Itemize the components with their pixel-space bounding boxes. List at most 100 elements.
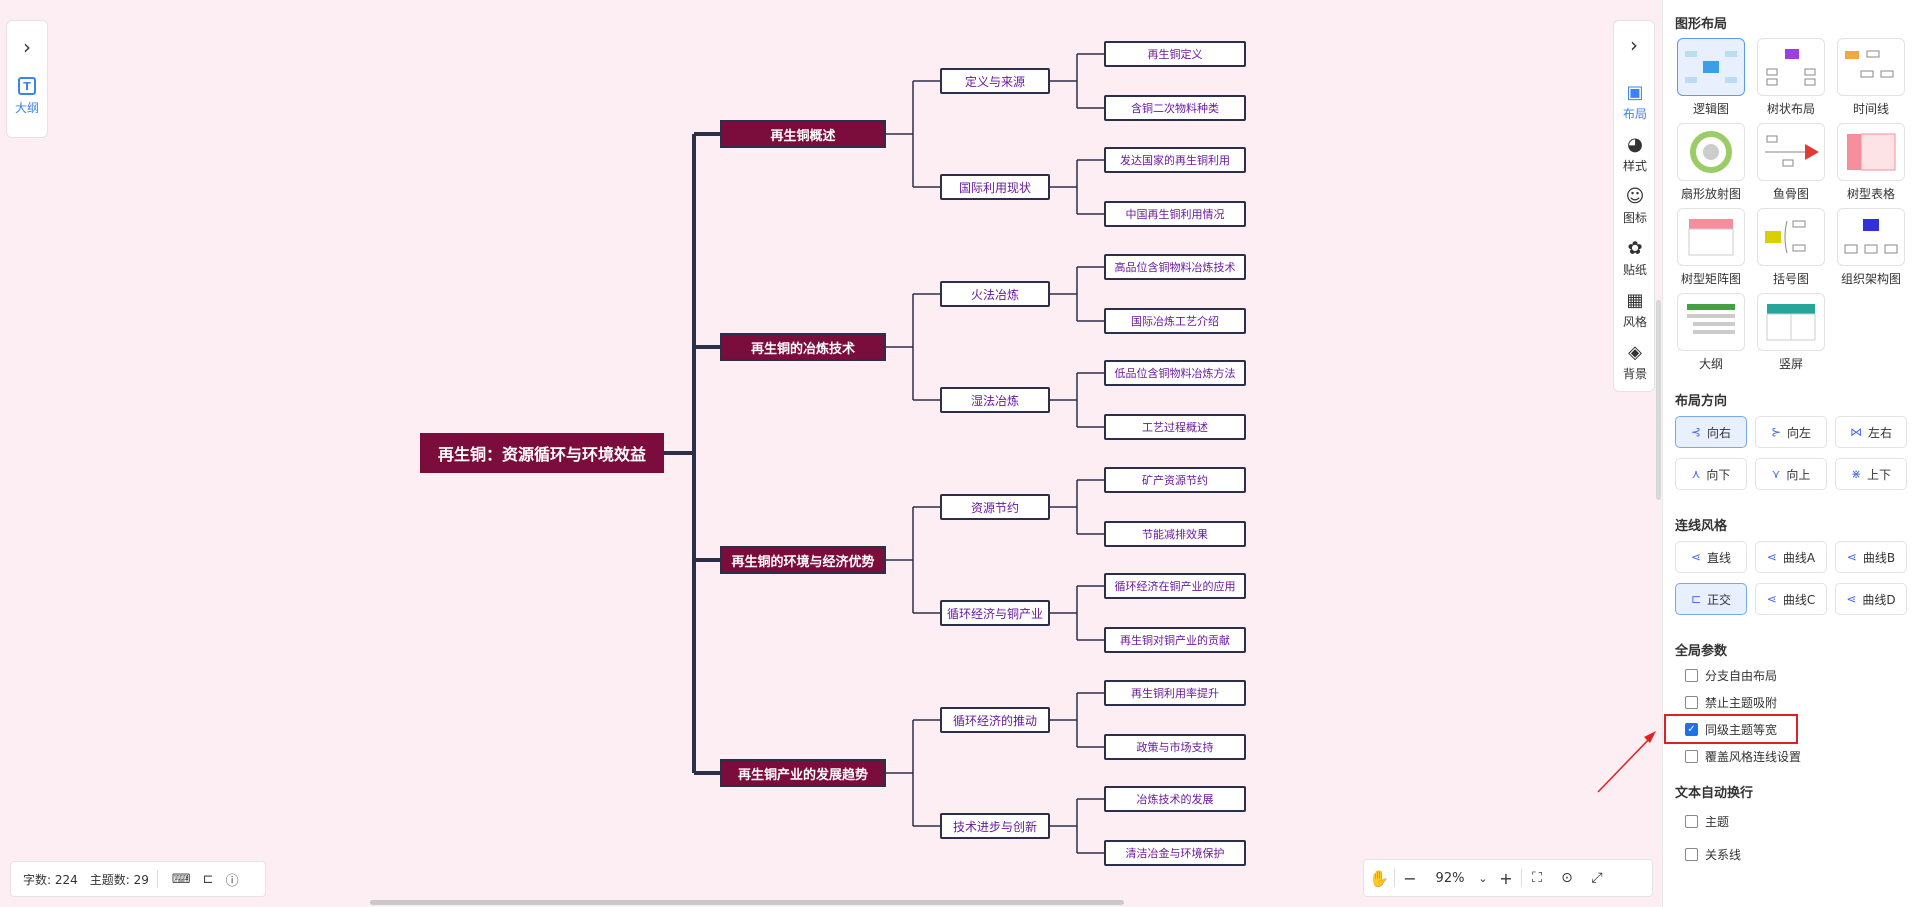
direction-option[interactable]: ⋇上下 <box>1835 458 1907 490</box>
leaf-topic[interactable]: 再生铜定义 <box>1104 41 1246 67</box>
info-icon[interactable]: ⓘ <box>225 873 239 889</box>
zoom-level[interactable]: 92% <box>1435 870 1465 886</box>
hand-icon[interactable]: ✋ <box>1369 868 1389 888</box>
line-style-option[interactable]: ⋖曲线B <box>1835 541 1907 573</box>
vertical-scrollbar[interactable] <box>1656 300 1661 500</box>
global-param-checkbox[interactable]: 禁止主题吸附 <box>1685 694 1777 711</box>
global-param-checkbox[interactable]: ✓ 同级主题等宽 <box>1685 721 1777 738</box>
chevron-down-icon[interactable]: ⌄ <box>1478 871 1488 885</box>
toolbar-item-smiley[interactable]: ☺图标 <box>1614 187 1656 226</box>
toolbar-item-sticker[interactable]: ✿贴纸 <box>1614 239 1656 278</box>
sub-topic[interactable]: 国际利用现状 <box>940 174 1050 200</box>
direction-option[interactable]: ⊱向左 <box>1755 416 1827 448</box>
leaf-topic[interactable]: 低品位含铜物料冶炼方法 <box>1104 360 1246 386</box>
mindmap-canvas[interactable]: 再生铜：资源循环与环境效益 再生铜概述 定义与来源 再生铜定义含铜二次物料种类国际利用… <box>0 0 1662 907</box>
zoom-in-button[interactable]: + <box>1499 868 1513 888</box>
line-style-icon: ⋖ <box>1766 550 1777 564</box>
main-topic[interactable]: 再生铜的冶炼技术 <box>720 333 886 361</box>
direction-option[interactable]: ⋈左右 <box>1835 416 1907 448</box>
root-topic[interactable]: 再生铜：资源循环与环境效益 <box>420 433 664 473</box>
main-topic[interactable]: 再生铜产业的发展趋势 <box>720 759 886 787</box>
line-style-option[interactable]: ⋖曲线C <box>1755 583 1827 615</box>
line-style-icon: ⋖ <box>1846 550 1857 564</box>
text-wrap-checkbox[interactable]: 主题 <box>1685 813 1729 830</box>
layout-option[interactable]: 逻辑图 <box>1677 38 1745 117</box>
sub-topic[interactable]: 循环经济与铜产业 <box>940 600 1050 626</box>
checkbox-icon[interactable]: ✓ <box>1685 723 1698 736</box>
direction-icon: ⊱ <box>1770 425 1782 439</box>
direction-option[interactable]: ⋏向下 <box>1675 458 1747 490</box>
leaf-topic[interactable]: 再生铜对铜产业的贡献 <box>1104 627 1246 653</box>
horizontal-scrollbar[interactable] <box>370 900 1124 905</box>
text-wrap-checkbox[interactable]: 关系线 <box>1685 846 1741 863</box>
direction-option[interactable]: ⋎向上 <box>1755 458 1827 490</box>
line-style-option[interactable]: ⋖直线 <box>1675 541 1747 573</box>
locate-icon[interactable]: ⊙ <box>1561 870 1573 886</box>
layout-option-label: 大纲 <box>1698 357 1723 371</box>
layout-option[interactable]: 扇形放射图 <box>1677 123 1745 202</box>
fullscreen-icon[interactable]: ⤢ <box>1591 870 1603 886</box>
sub-topic[interactable]: 技术进步与创新 <box>940 813 1050 839</box>
layout-option[interactable]: 大纲 <box>1677 293 1745 372</box>
checkbox-icon[interactable] <box>1685 696 1698 709</box>
fit-view-icon[interactable]: ⛶ <box>1532 870 1542 886</box>
leaf-topic[interactable]: 清洁冶金与环境保护 <box>1104 840 1246 866</box>
leaf-topic[interactable]: 冶炼技术的发展 <box>1104 786 1246 812</box>
sub-topic[interactable]: 循环经济的推动 <box>940 707 1050 733</box>
leaf-topic[interactable]: 政策与市场支持 <box>1104 734 1246 760</box>
line-style-option[interactable]: ⋖曲线A <box>1755 541 1827 573</box>
layout-option[interactable]: 竖屏 <box>1757 293 1825 372</box>
sub-topic[interactable]: 定义与来源 <box>940 68 1050 94</box>
checkbox-icon[interactable] <box>1685 848 1698 861</box>
leaf-topic[interactable]: 含铜二次物料种类 <box>1104 95 1246 121</box>
line-style-option[interactable]: ⋖曲线D <box>1835 583 1907 615</box>
sub-topic[interactable]: 火法冶炼 <box>940 281 1050 307</box>
section-title-layout: 图形布局 <box>1675 17 1728 32</box>
chevron-right-icon[interactable]: › <box>23 35 31 59</box>
toolbar-item-grid[interactable]: ▦风格 <box>1614 291 1656 330</box>
layout-option[interactable]: 鱼骨图 <box>1757 123 1825 202</box>
layout-option[interactable]: 树型矩阵图 <box>1677 208 1745 287</box>
leaf-topic[interactable]: 循环经济在铜产业的应用 <box>1104 573 1246 599</box>
main-topic[interactable]: 再生铜概述 <box>720 120 886 148</box>
checkbox-icon[interactable] <box>1685 815 1698 828</box>
line-style-icon: ⊏ <box>1690 592 1702 606</box>
sub-topic[interactable]: 资源节约 <box>940 494 1050 520</box>
leaf-topic[interactable]: 国际冶炼工艺介绍 <box>1104 308 1246 334</box>
line-style-label: 曲线C <box>1782 592 1816 607</box>
layout-thumbnail-icon <box>1677 38 1745 96</box>
outline-toggle[interactable]: › T 大纲 <box>6 20 48 138</box>
layout-switch-icon[interactable]: ⊏ <box>202 871 214 887</box>
checkbox-icon[interactable] <box>1685 669 1698 682</box>
direction-icon: ⊰ <box>1690 425 1702 439</box>
leaf-topic[interactable]: 中国再生铜利用情况 <box>1104 201 1246 227</box>
divider <box>1521 869 1522 887</box>
main-topic[interactable]: 再生铜的环境与经济优势 <box>720 546 886 574</box>
global-param-checkbox[interactable]: 分支自由布局 <box>1685 667 1777 684</box>
layout-option-label: 扇形放射图 <box>1680 187 1741 201</box>
leaf-topic[interactable]: 节能减排效果 <box>1104 521 1246 547</box>
global-param-checkbox[interactable]: 覆盖风格连线设置 <box>1685 748 1801 765</box>
leaf-topic[interactable]: 工艺过程概述 <box>1104 414 1246 440</box>
layout-option[interactable]: 树型表格 <box>1837 123 1905 202</box>
zoom-out-button[interactable]: − <box>1403 868 1417 888</box>
toolbar-item-palette[interactable]: ◕样式 <box>1614 135 1656 174</box>
highlight-box <box>1664 714 1798 744</box>
checkbox-icon[interactable] <box>1685 750 1698 763</box>
leaf-topic[interactable]: 发达国家的再生铜利用 <box>1104 147 1246 173</box>
global-param-label: 同级主题等宽 <box>1705 723 1778 737</box>
sub-topic[interactable]: 湿法冶炼 <box>940 387 1050 413</box>
layout-option[interactable]: 括号图 <box>1757 208 1825 287</box>
direction-option[interactable]: ⊰向右 <box>1675 416 1747 448</box>
leaf-topic[interactable]: 再生铜利用率提升 <box>1104 680 1246 706</box>
keyboard-icon[interactable]: ⌨ <box>171 871 191 887</box>
line-style-option[interactable]: ⊏正交 <box>1675 583 1747 615</box>
layout-option[interactable]: 树状布局 <box>1757 38 1825 117</box>
layout-option[interactable]: 时间线 <box>1837 38 1905 117</box>
layout-option[interactable]: 组织架构图 <box>1837 208 1905 287</box>
leaf-topic[interactable]: 高品位含铜物料冶炼技术 <box>1104 254 1246 280</box>
chevron-right-icon[interactable]: › <box>1630 33 1638 57</box>
toolbar-item-layers[interactable]: ◈背景 <box>1614 343 1656 382</box>
toolbar-item-layout[interactable]: ▣布局 <box>1614 83 1656 122</box>
leaf-topic[interactable]: 矿产资源节约 <box>1104 467 1246 493</box>
